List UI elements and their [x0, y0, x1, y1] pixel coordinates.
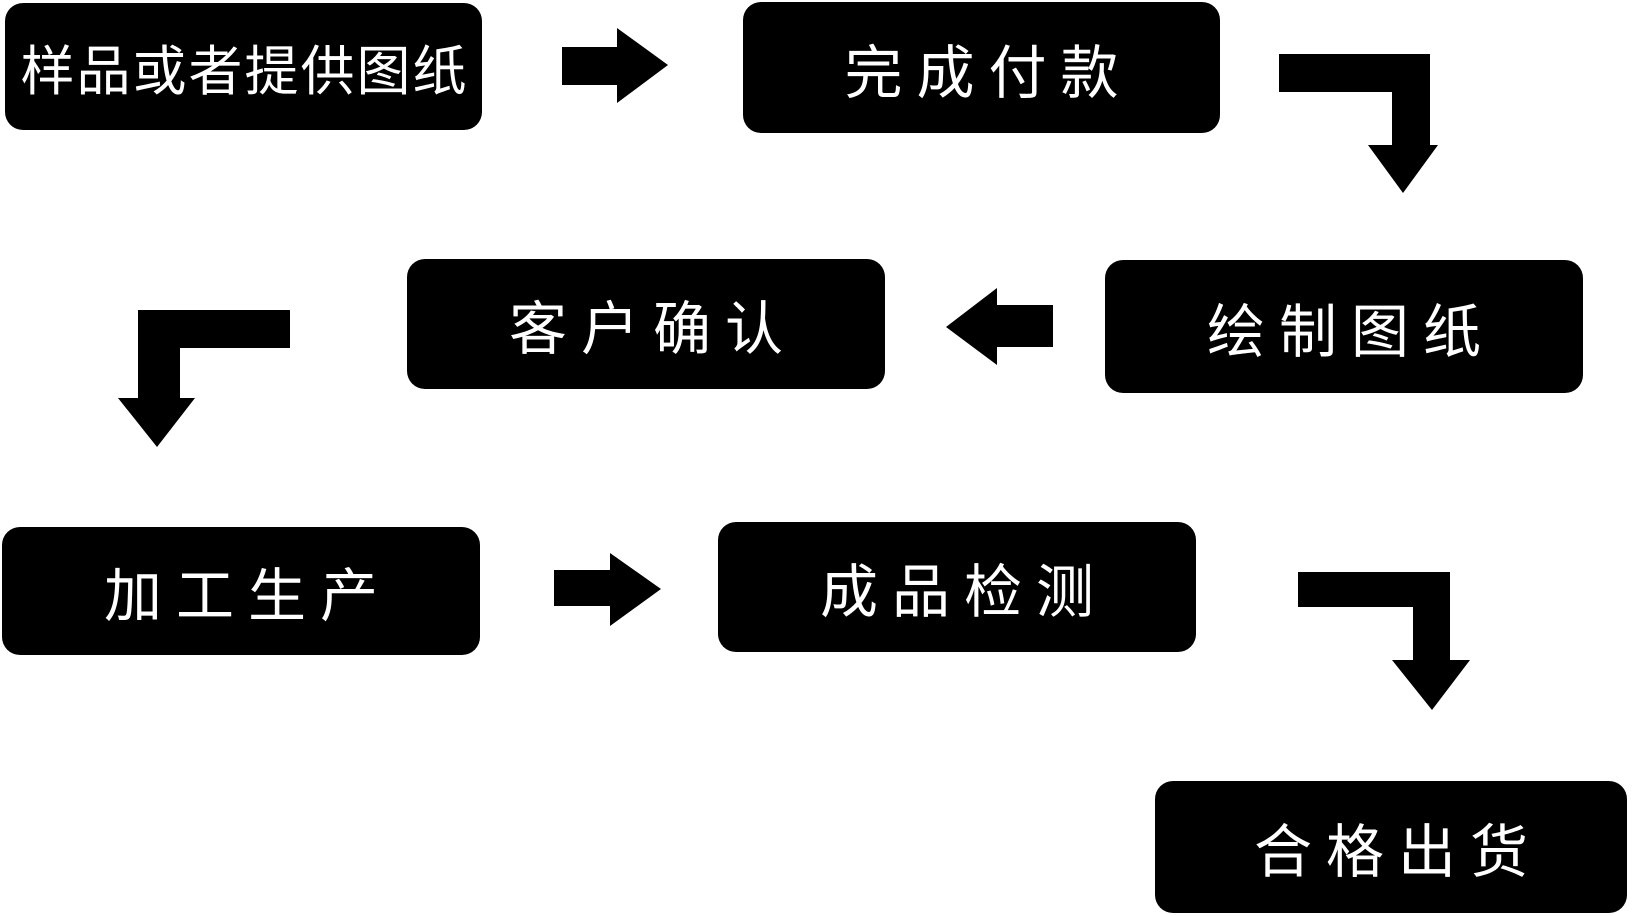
flow-node-qualified-shipment: 合格出货 [1155, 781, 1627, 913]
flow-node-draw-drawings: 绘制图纸 [1105, 260, 1583, 393]
arrow-right-step1-step2-icon [562, 28, 668, 103]
flow-node-customer-confirm: 客户确认 [407, 259, 885, 389]
arrow-right-step5-step6-icon [554, 553, 661, 626]
elbow-arrow-down-step6-step7-icon [1298, 572, 1470, 710]
elbow-arrow-down-step2-step4-icon [1279, 54, 1438, 193]
flow-node-processing-production: 加工生产 [2, 527, 480, 655]
arrow-left-step4-step3-icon [946, 288, 1053, 365]
flow-node-finished-product-inspection: 成品检测 [718, 522, 1196, 652]
flow-node-sample-or-drawing: 样品或者提供图纸 [5, 3, 482, 130]
flow-node-complete-payment: 完成付款 [743, 2, 1220, 133]
elbow-arrow-down-step3-step5-icon [118, 310, 290, 447]
